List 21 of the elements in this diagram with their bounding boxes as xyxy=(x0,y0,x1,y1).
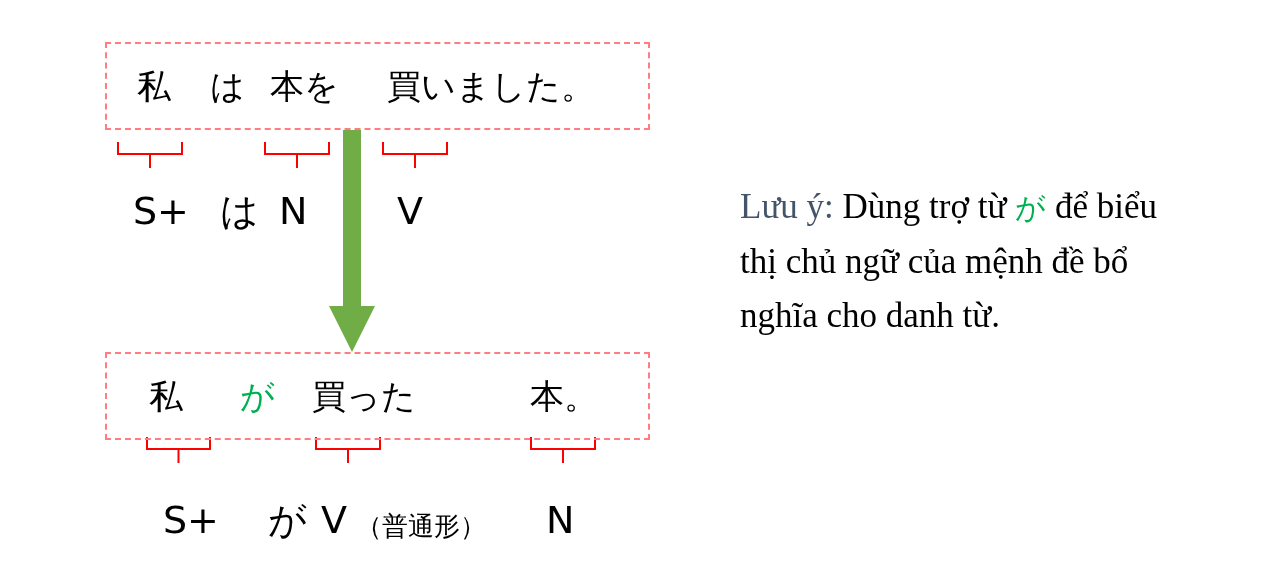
grammar-label: S+ xyxy=(133,188,189,234)
sentence-word: 買いました。 xyxy=(387,65,595,108)
grammar-label: S+ xyxy=(163,497,219,543)
dashed-sentence-box xyxy=(105,352,650,440)
note-text: Lưu ý: Dùng trợ từ が để biểu thị chủ ngữ của mệnh đề bổ nghĩa cho danh từ. xyxy=(740,186,1158,337)
sentence-word: 本を xyxy=(270,65,339,108)
grammar-label: V xyxy=(397,188,423,234)
grammar-label: N xyxy=(546,497,575,543)
sentence-word: 本。 xyxy=(530,375,598,418)
grammar-label: は xyxy=(220,188,259,234)
sentence-word: 私 xyxy=(149,375,183,418)
grammar-label: V xyxy=(321,497,347,543)
grammar-label: （普通形） xyxy=(356,510,486,543)
sentence-word: は xyxy=(210,65,245,108)
grammar-label: が xyxy=(268,497,307,543)
sentence-word: 私 xyxy=(137,65,171,108)
down-arrow xyxy=(329,130,375,352)
grammar-label: N xyxy=(279,188,308,234)
dashed-sentence-box xyxy=(105,42,650,130)
sentence-word: 買った xyxy=(312,375,416,418)
sentence-word: が xyxy=(240,375,275,418)
